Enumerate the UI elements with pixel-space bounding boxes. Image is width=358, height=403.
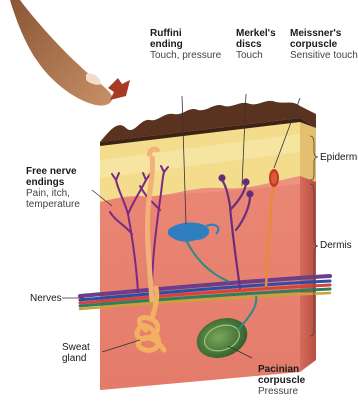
sweat-gland-label: Sweat gland — [62, 342, 90, 364]
nerves-label: Nerves — [30, 293, 62, 304]
finger-illustration — [10, 0, 112, 106]
pacinian-corpuscle-label: Pacinian corpuscle Pressure — [258, 364, 305, 397]
merkels-discs-label: Merkel's discs Touch — [236, 28, 276, 61]
dermis-label: Dermis — [320, 240, 352, 251]
ruffini-ending-label: Ruffini ending Touch, pressure — [150, 28, 221, 61]
free-nerve-endings-label: Free nerve endings Pain, itch, temperatu… — [26, 166, 80, 210]
meissner-corpuscle-label: Meissner's corpuscle Sensitive touch — [290, 28, 358, 61]
epidermis-label: Epidermis — [320, 152, 358, 163]
